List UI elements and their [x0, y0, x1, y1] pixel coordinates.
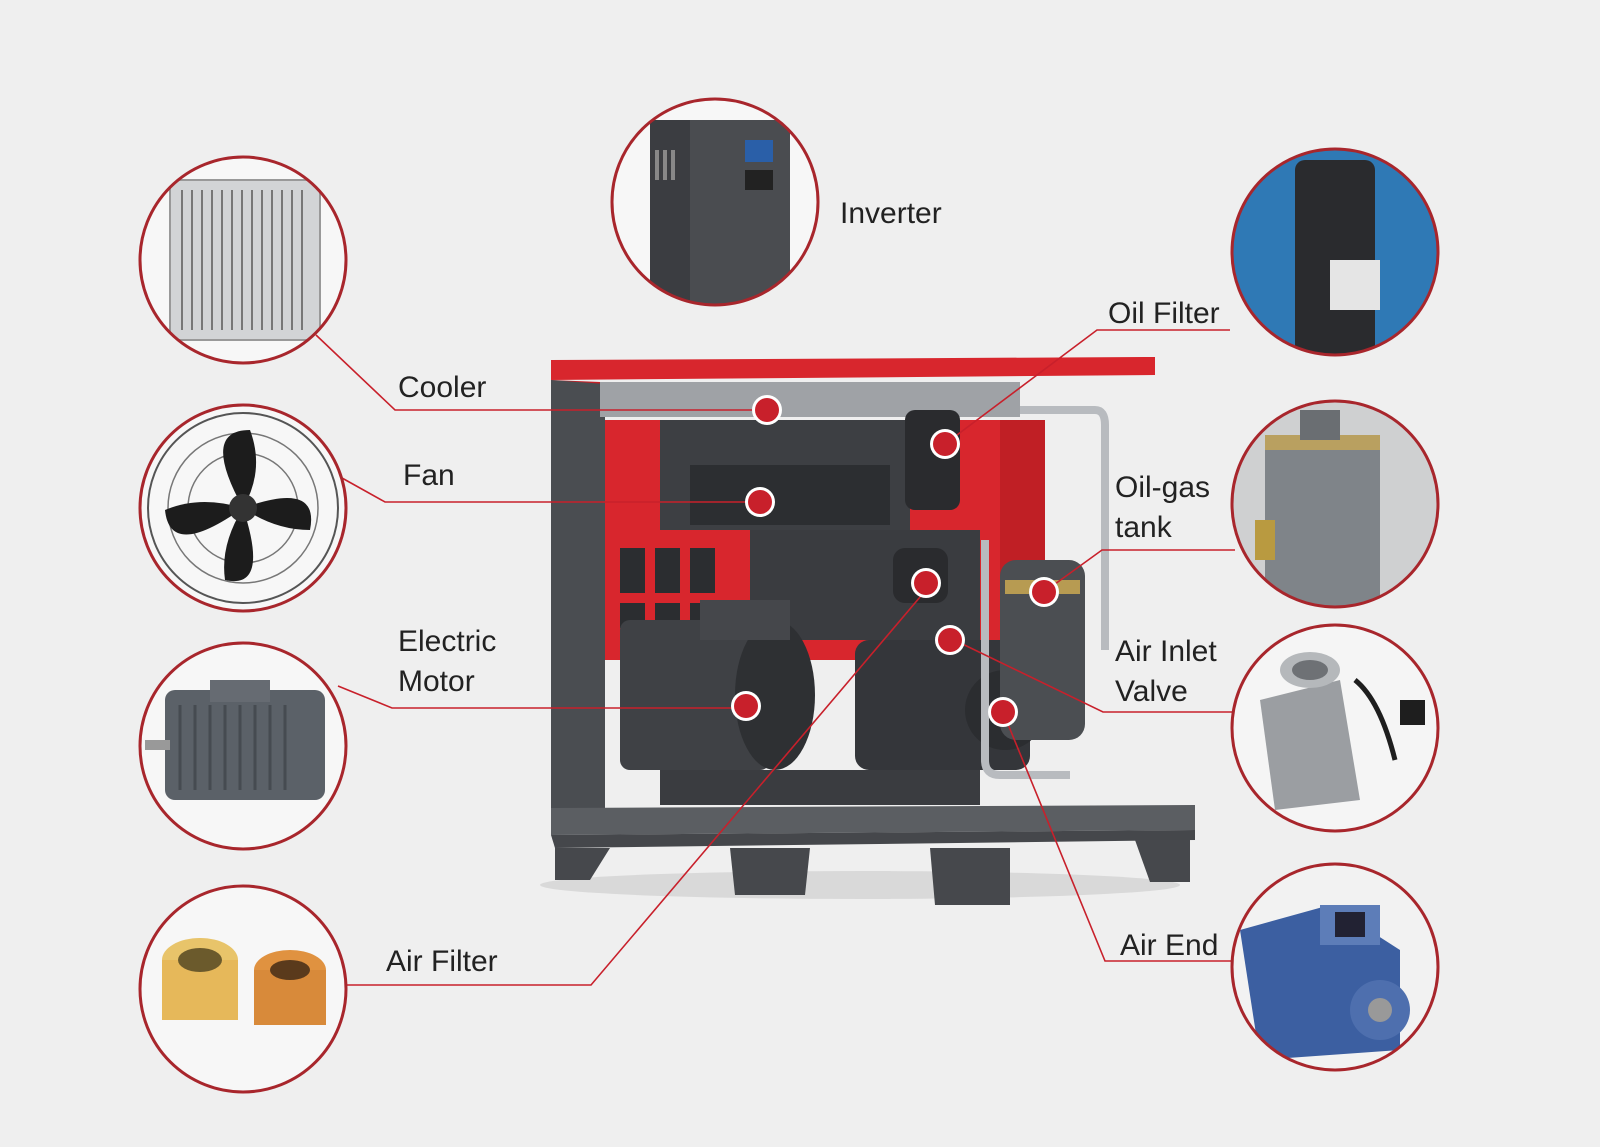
label-fan-text: Fan [403, 459, 455, 492]
oil-filter-icon [1230, 147, 1440, 357]
marker-oil-filter [930, 429, 960, 459]
cooler-icon [138, 155, 348, 365]
leader-line-air-inlet [949, 637, 1237, 713]
label-air-end-text: Air End [1120, 929, 1219, 962]
label-oil-gas-tank: Oil-gas tank [1115, 468, 1210, 548]
label-oil-gas-tank-line1: Oil-gas [1115, 471, 1211, 504]
label-fan: Fan [403, 456, 455, 496]
label-cooler-text: Cooler [398, 371, 487, 404]
leader-line-air-end [1002, 711, 1235, 962]
label-electric-motor: Electric Motor [398, 622, 496, 702]
air-end-icon [1230, 862, 1440, 1072]
air-compressor-cutaway [540, 357, 1195, 905]
oil-gas-tank-icon [1230, 399, 1440, 609]
label-air-inlet-valve: Air Inlet Valve [1115, 632, 1217, 712]
marker-air-inlet-valve [935, 625, 965, 655]
label-oil-gas-tank-line2: tank [1115, 511, 1172, 544]
label-electric-motor-line1: Electric [398, 625, 497, 658]
marker-electric-motor [731, 691, 761, 721]
component-markers [731, 395, 1059, 727]
label-electric-motor-line2: Motor [398, 665, 475, 698]
label-inverter-text: Inverter [840, 197, 942, 230]
label-air-filter: Air Filter [386, 942, 498, 982]
label-cooler: Cooler [398, 368, 486, 408]
label-air-inlet-valve-line1: Air Inlet [1115, 635, 1217, 668]
marker-cooler [752, 395, 782, 425]
leader-line-oil-gas-tank [1043, 549, 1235, 593]
leader-lines [315, 329, 1237, 986]
leader-line-fan [341, 477, 760, 503]
label-inverter: Inverter [840, 194, 942, 234]
label-air-filter-text: Air Filter [386, 945, 498, 978]
air-inlet-valve-icon [1230, 623, 1440, 833]
marker-fan [745, 487, 775, 517]
label-oil-filter-text: Oil Filter [1108, 297, 1220, 330]
marker-oil-gas-tank [1029, 577, 1059, 607]
label-air-inlet-valve-line2: Valve [1115, 675, 1188, 708]
leader-line-air-filter [345, 589, 927, 986]
leader-line-motor [337, 685, 746, 709]
leader-line-oil-filter [944, 329, 1230, 445]
inverter-icon [610, 97, 820, 307]
electric-motor-icon [138, 641, 348, 851]
air-filter-icon [138, 884, 348, 1094]
label-air-end: Air End [1120, 926, 1218, 966]
label-oil-filter: Oil Filter [1108, 294, 1220, 334]
marker-air-end [988, 697, 1018, 727]
marker-air-filter [911, 568, 941, 598]
leader-line-cooler [315, 334, 767, 411]
fan-icon [138, 403, 348, 613]
